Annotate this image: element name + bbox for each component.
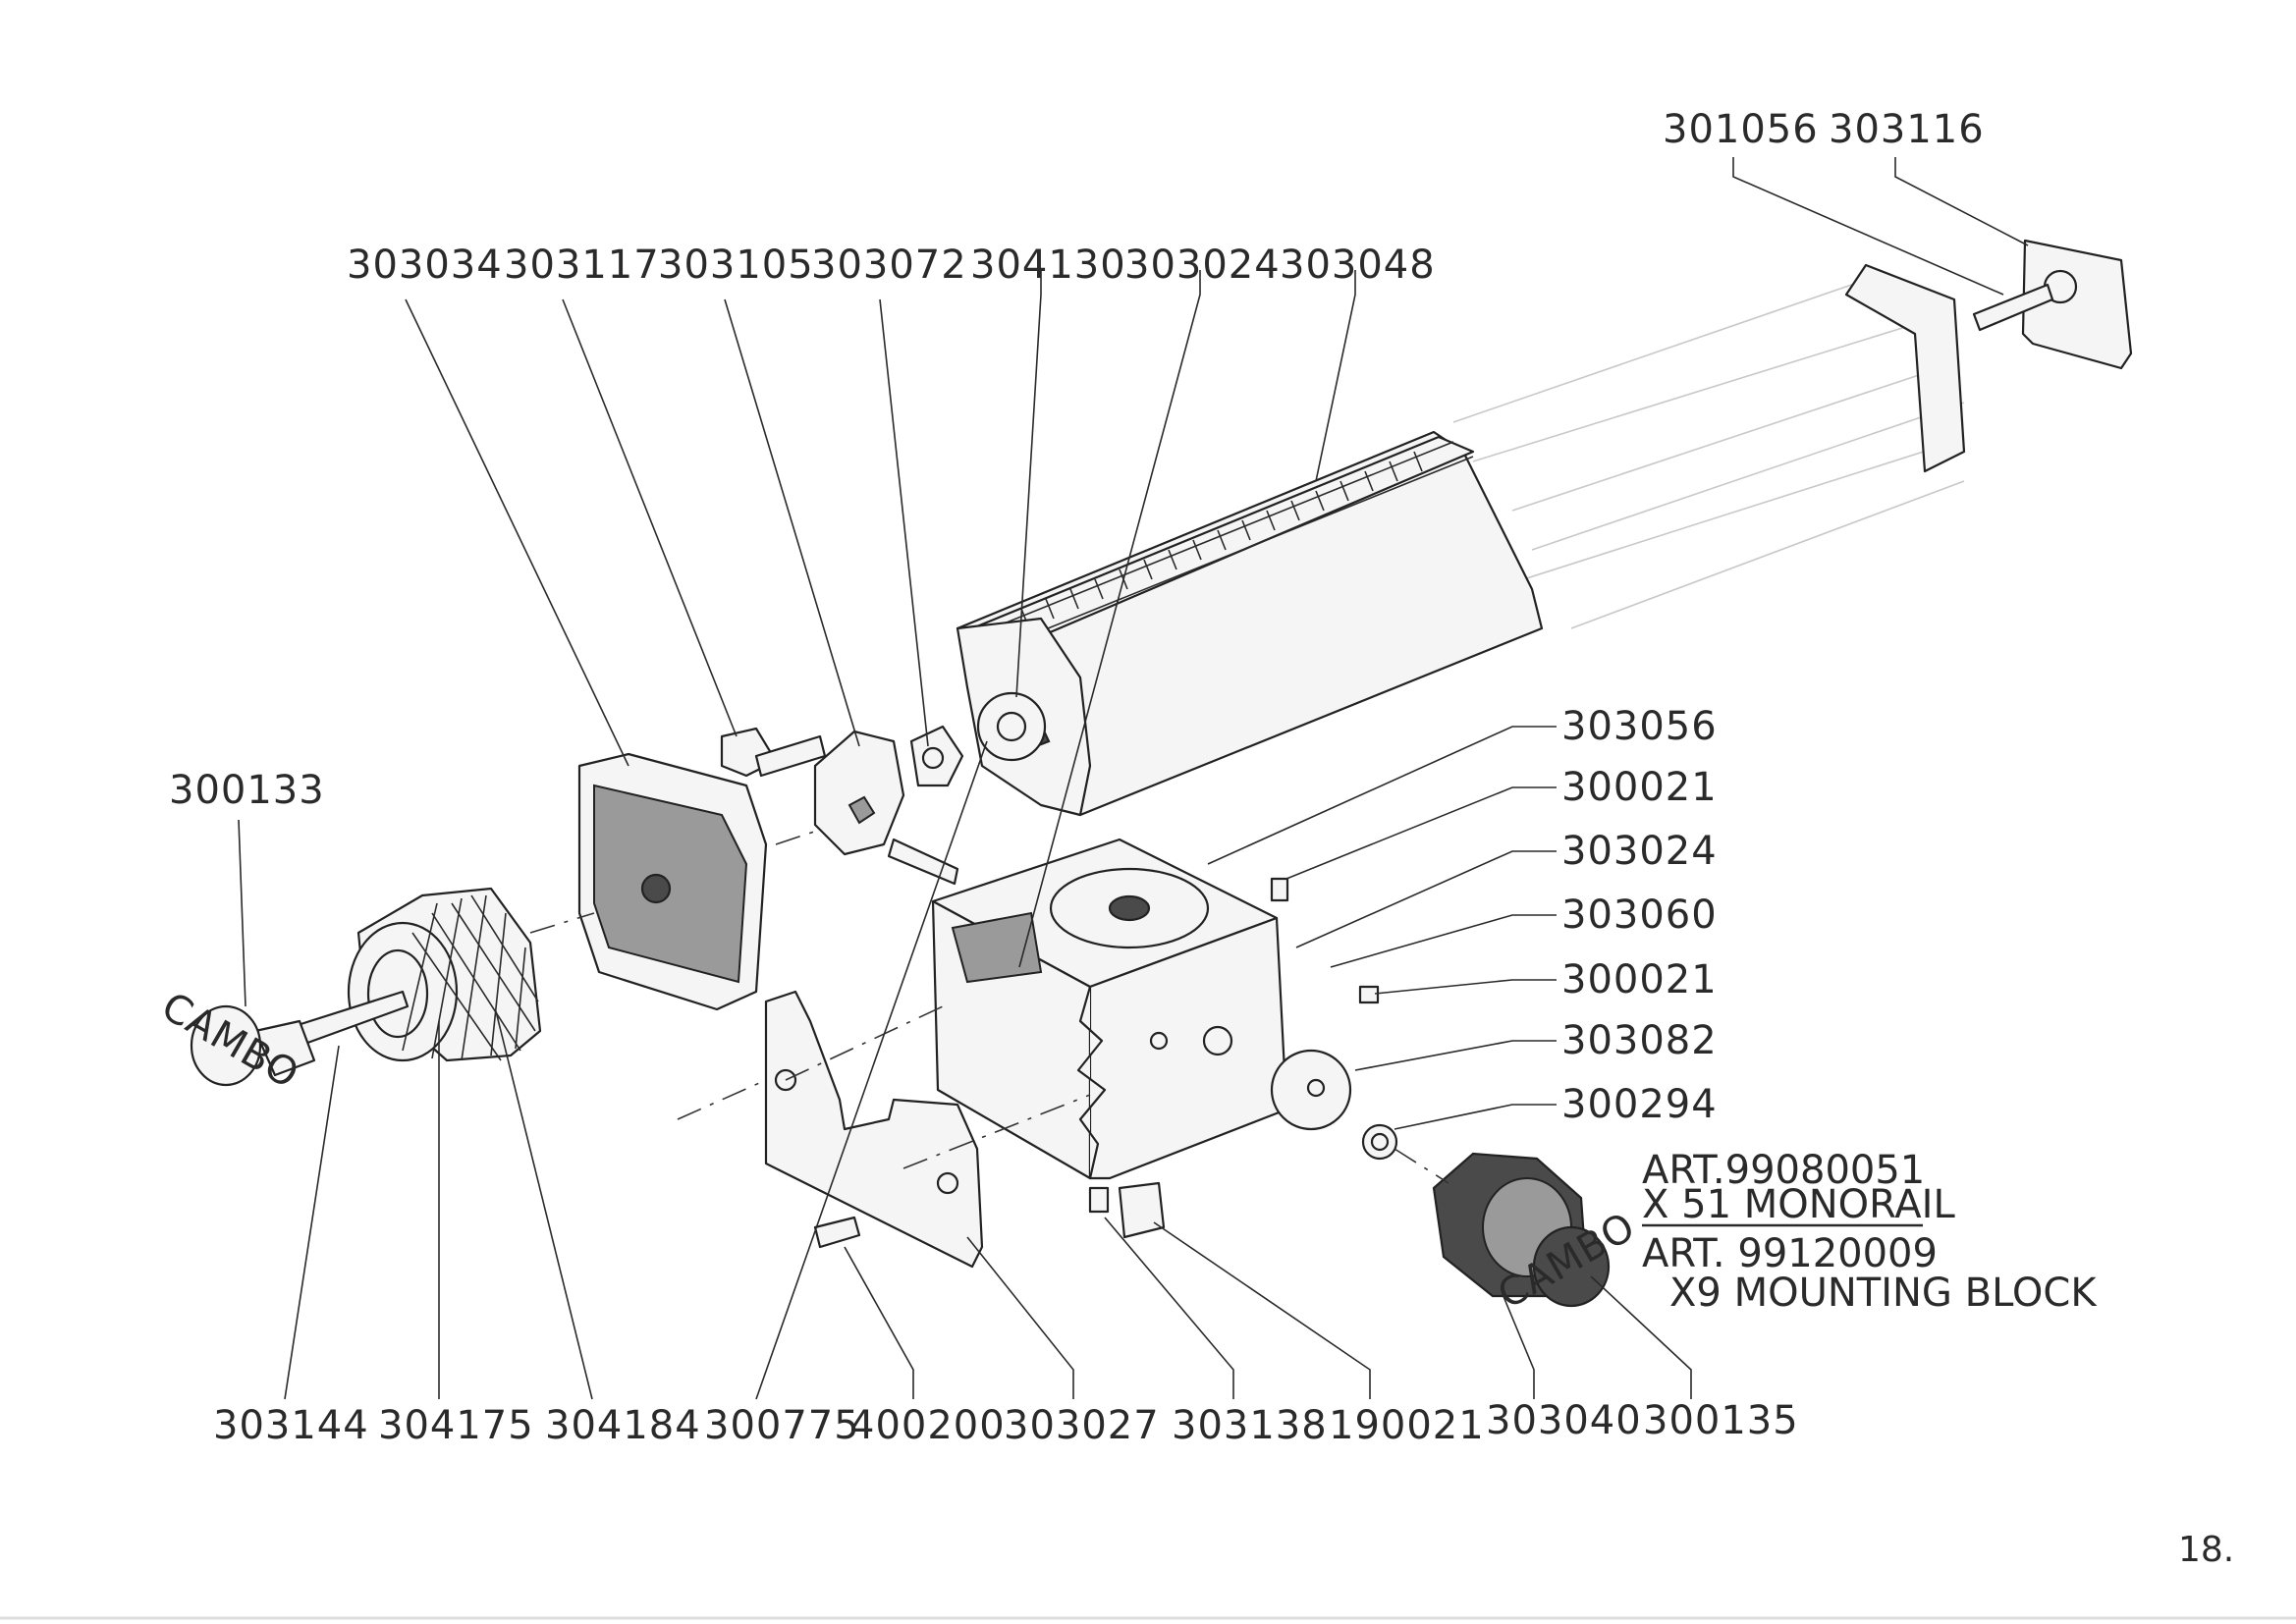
part-label: 303138 — [1172, 1403, 1328, 1448]
knurl-pattern — [402, 894, 539, 1061]
part-label: 301056 — [1663, 107, 1819, 152]
part-label: 303072 — [811, 243, 967, 288]
part-label: 303060 — [1561, 893, 1718, 938]
part-label: 300135 — [1643, 1398, 1799, 1443]
part-label: 303040 — [1486, 1398, 1642, 1443]
mounting-block — [931, 838, 1380, 1239]
part-label: 190021 — [1329, 1403, 1485, 1448]
part-label: 303024 — [1124, 243, 1281, 288]
part-label: 303034 — [347, 243, 503, 288]
part-label-left: 300133 — [169, 768, 325, 813]
part-label: 303117 — [504, 243, 660, 288]
part-label: 303082 — [1561, 1018, 1718, 1063]
part-label: 300294 — [1561, 1082, 1718, 1127]
front-knob-assembly — [1270, 1049, 1611, 1308]
part-label: 304130 — [970, 243, 1126, 288]
part-label: 300021 — [1561, 765, 1718, 810]
title-block: ART.99080051 X 51 MONORAIL ART. 99120009… — [1642, 1148, 2098, 1316]
rack-teeth — [991, 441, 1474, 644]
product-name-1: X 51 MONORAIL — [1642, 1182, 1955, 1227]
labels-top-right: 301056 303116 — [1663, 107, 1985, 152]
article-number-1: ART.99080051 — [1642, 1148, 1925, 1193]
part-label: 303144 — [213, 1403, 369, 1448]
part-label: 303024 — [1561, 829, 1718, 874]
labels-top-row: 303034 303117 303105 303072 304130 30302… — [347, 243, 1436, 288]
labels-right-column: 303056 300021 303024 303060 300021 30308… — [1561, 704, 1718, 1127]
end-plate-and-screw — [1972, 239, 2133, 370]
part-label: 304175 — [378, 1403, 534, 1448]
labels-bottom-row: 303144 304175 304184 300775 400200 30302… — [213, 1398, 1799, 1448]
part-label: 303027 — [1004, 1403, 1160, 1448]
part-label: 300021 — [1561, 957, 1718, 1002]
page-number: 18. — [2178, 1530, 2234, 1570]
article-number-2: ART. 99120009 — [1642, 1231, 1938, 1276]
leader-lines — [238, 157, 2029, 1400]
part-label: 300775 — [704, 1403, 860, 1448]
knurled-knob-and-screw — [190, 887, 542, 1087]
product-name-2: X9 MOUNTING BLOCK — [1669, 1271, 2098, 1316]
part-label: 400200 — [849, 1403, 1006, 1448]
assembly-axes — [529, 829, 1449, 1184]
rear-knob-assembly — [577, 691, 1047, 1011]
monorail-rail — [956, 263, 1966, 817]
part-label: 303105 — [658, 243, 814, 288]
part-label: 303116 — [1829, 107, 1985, 152]
part-label: 304184 — [545, 1403, 701, 1448]
part-label: 303056 — [1561, 704, 1718, 749]
part-label: 303048 — [1280, 243, 1436, 288]
